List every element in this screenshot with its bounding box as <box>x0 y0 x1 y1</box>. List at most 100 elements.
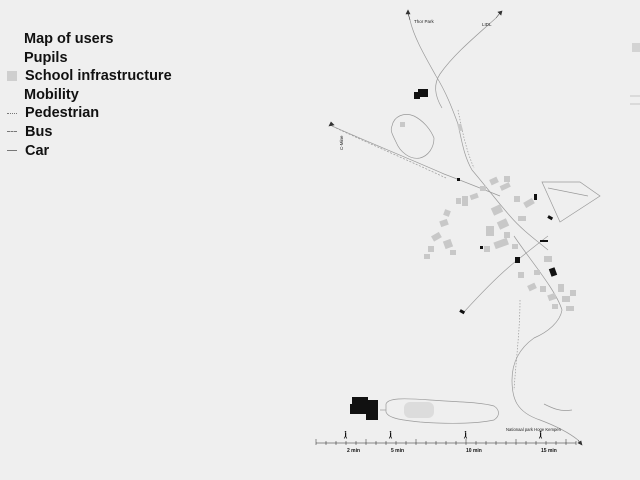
building <box>457 123 463 132</box>
building <box>496 218 510 230</box>
legend-item-car: Car <box>6 142 224 161</box>
building <box>456 198 461 204</box>
scale-bar: 2 min 5 min 10 min 15 min <box>315 431 577 454</box>
building <box>486 226 494 236</box>
buildings <box>400 122 576 418</box>
building <box>504 176 510 182</box>
legend-item-school-infrastructure: School infrastructure <box>6 67 224 86</box>
main-road <box>409 19 549 251</box>
scale-label-15min: 15 min <box>541 448 557 454</box>
building <box>489 176 499 186</box>
scale-label-10min: 10 min <box>466 448 482 454</box>
arrow-icon <box>497 10 503 16</box>
building <box>534 270 540 275</box>
road-to-lidl <box>435 17 497 109</box>
school <box>534 194 537 200</box>
school <box>418 89 428 97</box>
building <box>540 286 546 292</box>
scale-label-2min: 2 min <box>347 448 360 454</box>
legend-label: Bus <box>25 124 53 141</box>
legend-item-pupils: Pupils <box>24 49 224 68</box>
building <box>469 192 479 201</box>
map-label-lidl: LIDL <box>482 22 492 27</box>
legend-label: School infrastructure <box>25 68 172 85</box>
map-label-national-park: Nationaal park Hoge Kempen <box>506 427 562 432</box>
school <box>547 215 554 221</box>
building <box>443 209 451 217</box>
building <box>431 231 442 242</box>
school <box>480 246 483 249</box>
lake-loop <box>385 398 499 424</box>
bus-line-icon <box>7 131 17 133</box>
bus-route <box>335 127 447 179</box>
building <box>428 246 434 252</box>
building <box>518 216 526 221</box>
school <box>548 267 558 277</box>
road-south <box>511 235 579 441</box>
scale-ticks <box>315 439 577 445</box>
field-road <box>547 187 589 197</box>
building <box>493 237 509 250</box>
pedestrian-icon <box>463 431 468 439</box>
building <box>504 232 510 238</box>
pedestrian-icon <box>538 431 543 439</box>
building <box>450 250 456 255</box>
school <box>457 178 460 181</box>
building <box>439 218 449 228</box>
road-network <box>331 17 601 441</box>
school <box>414 92 420 99</box>
pedestrian-south <box>513 299 521 391</box>
legend: Map of users Pupils School infrastructur… <box>7 30 224 160</box>
scale-walkers <box>343 431 543 439</box>
map-label-c-mine: C-Mine <box>339 135 344 150</box>
direction-arrows <box>328 9 583 446</box>
building <box>480 186 486 191</box>
building <box>499 182 511 191</box>
legend-label: Car <box>25 142 50 159</box>
building <box>566 306 574 311</box>
arrow-icon <box>405 9 411 15</box>
building <box>490 204 504 216</box>
road-east <box>543 403 573 411</box>
schools <box>350 89 558 420</box>
building <box>442 238 454 250</box>
building <box>518 272 524 278</box>
arrow-icon <box>495 12 501 19</box>
legend-item-mobility: Mobility <box>24 86 224 105</box>
sports-field-outline <box>541 181 601 223</box>
legend-item-pedestrian: Pedestrian <box>6 104 224 123</box>
building <box>462 196 468 206</box>
building <box>512 244 518 249</box>
building <box>562 296 570 302</box>
building <box>552 304 558 309</box>
pedestrian-path <box>457 109 475 169</box>
school <box>366 400 378 420</box>
legend-item-bus: Bus <box>6 123 224 142</box>
building <box>484 246 490 252</box>
legend-label: Pedestrian <box>25 105 100 122</box>
scale-label-5min: 5 min <box>391 448 404 454</box>
road-to-c-mine <box>331 125 501 197</box>
building <box>523 197 535 209</box>
arrow-icon <box>328 121 335 127</box>
building <box>400 122 405 127</box>
arrow-icon <box>577 440 583 446</box>
building <box>527 282 537 292</box>
building <box>558 284 564 292</box>
car-line-icon <box>7 149 17 152</box>
pedestrian-line-icon <box>7 112 17 115</box>
school <box>515 257 520 263</box>
edge-block <box>632 43 640 52</box>
building <box>514 196 520 202</box>
legend-label: Pupils <box>24 49 68 66</box>
building <box>424 254 430 259</box>
school <box>350 404 356 414</box>
building <box>544 256 552 262</box>
school <box>459 309 466 315</box>
building <box>547 292 557 302</box>
infrastructure-swatch-icon <box>7 71 17 82</box>
pedestrian-icon <box>388 431 393 439</box>
building <box>570 290 576 296</box>
